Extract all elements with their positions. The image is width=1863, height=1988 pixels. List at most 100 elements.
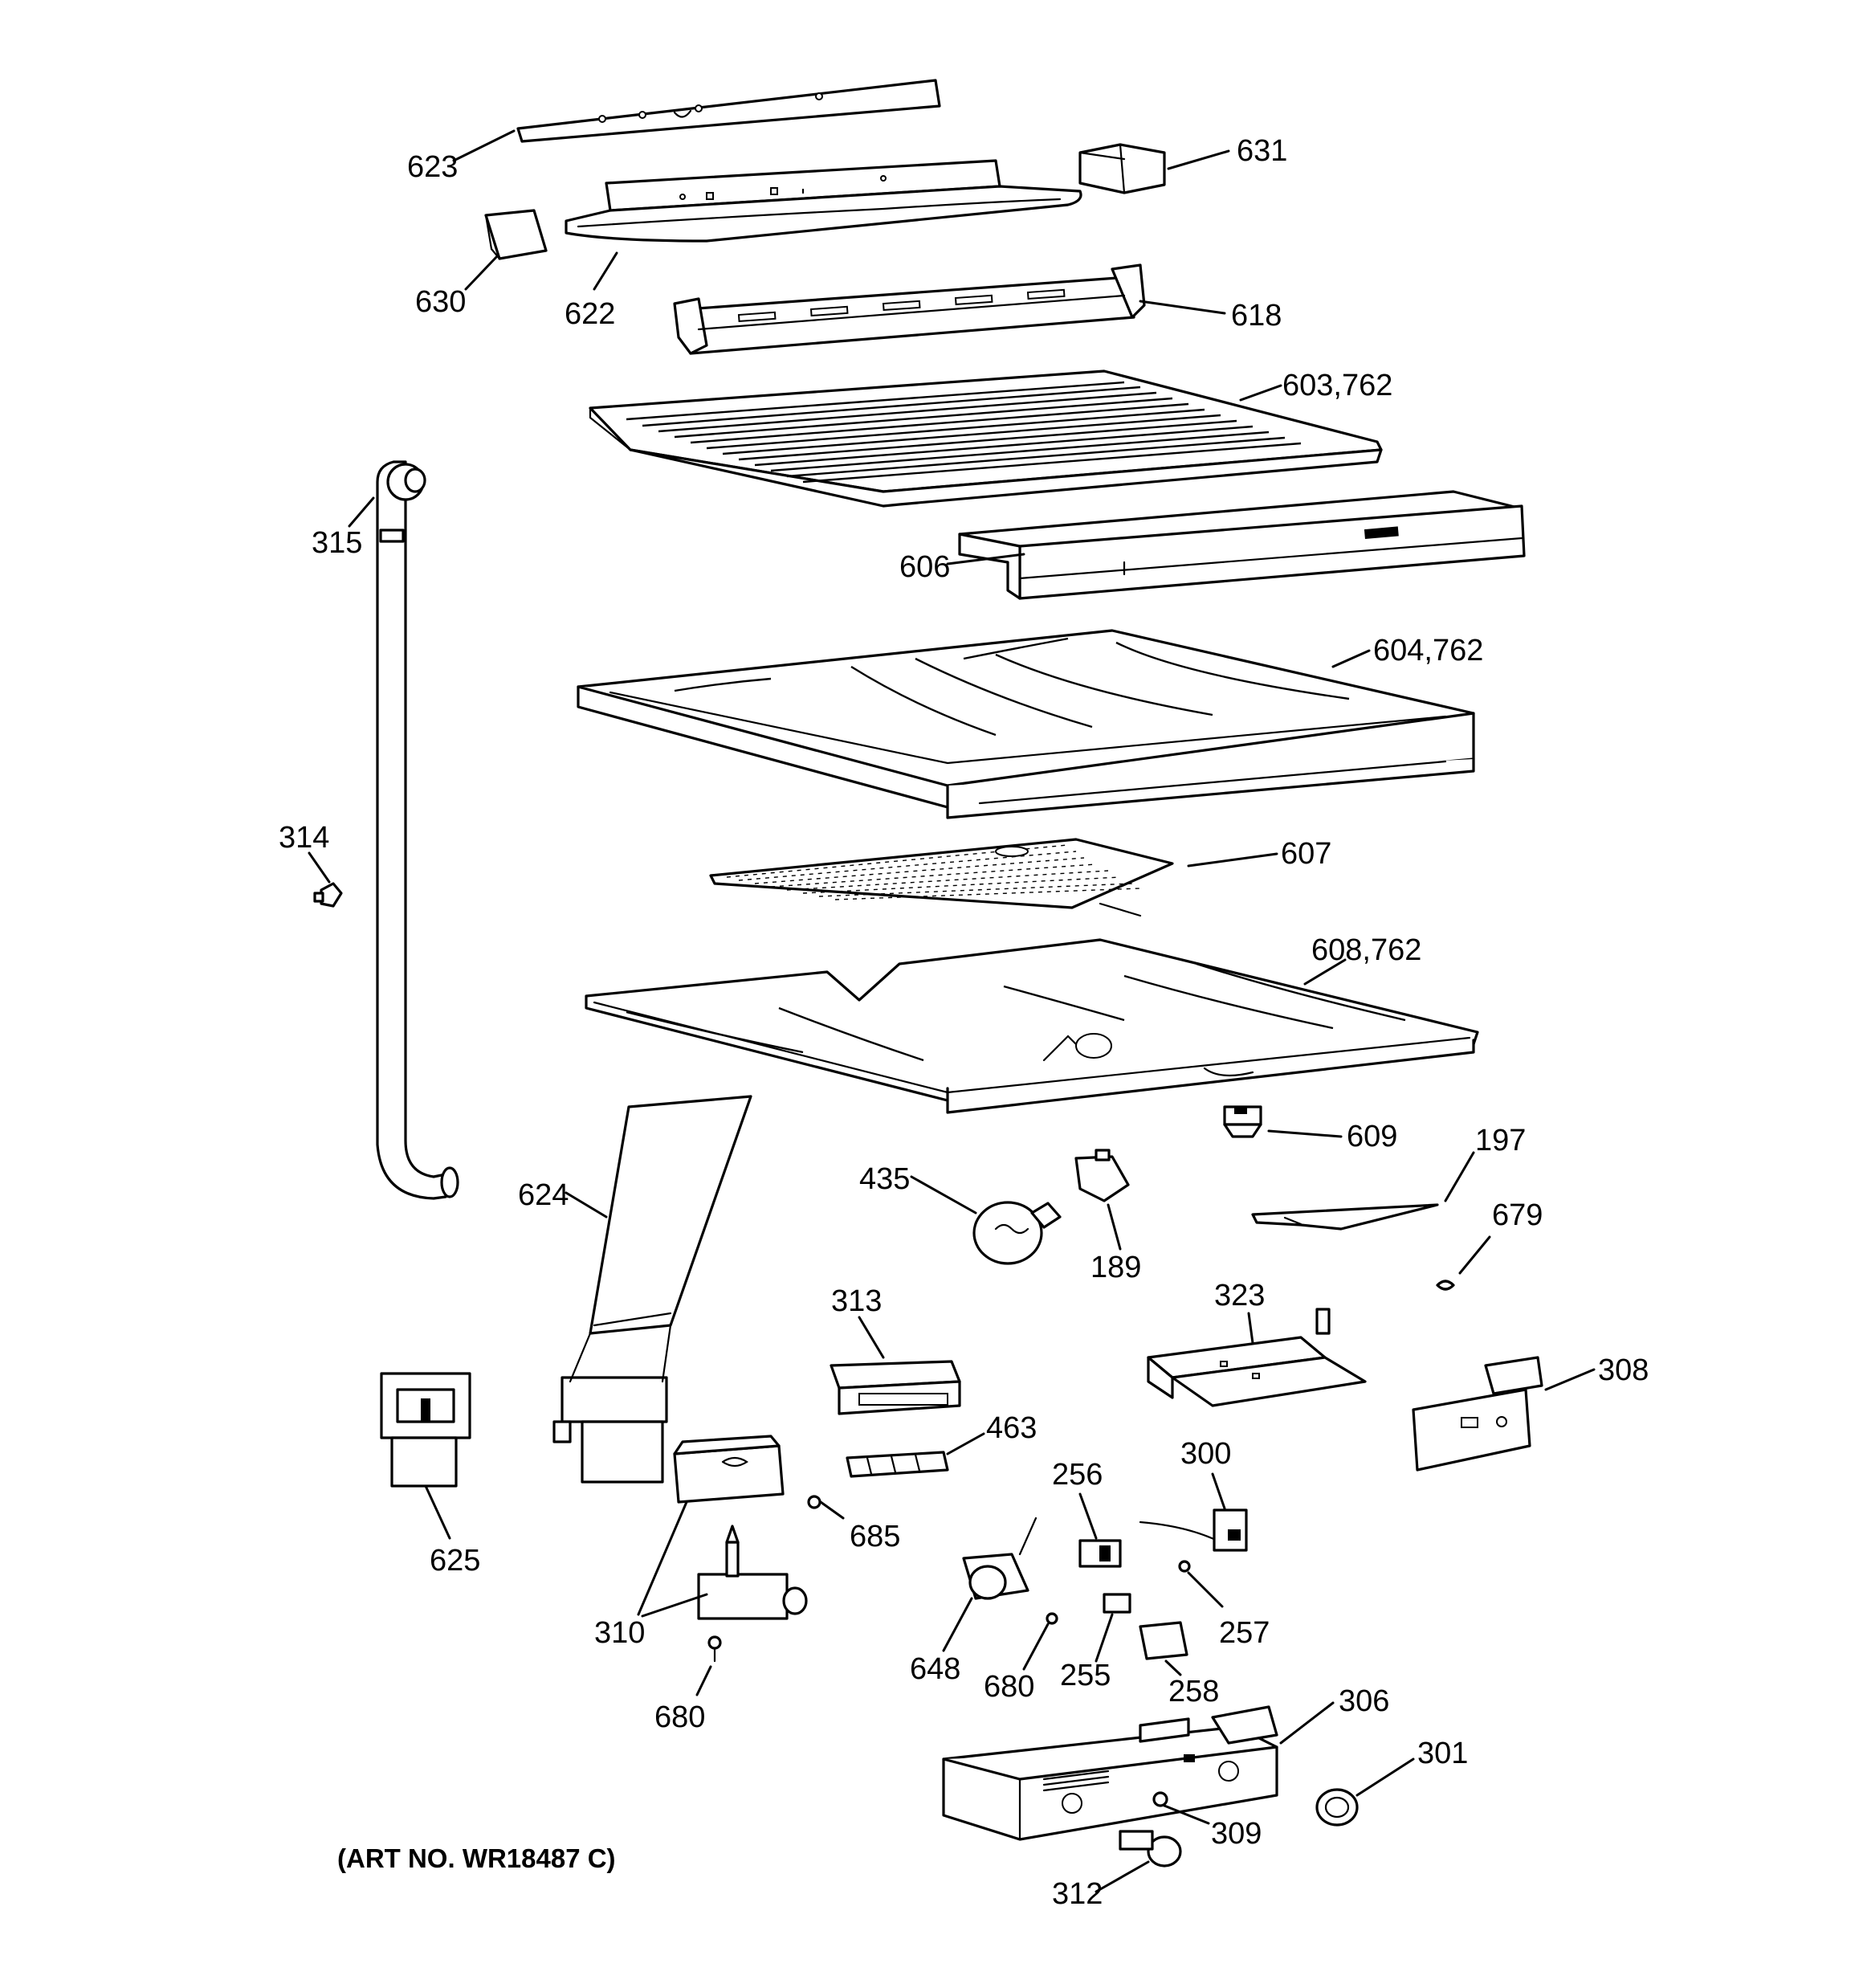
callout-309[interactable]: 309 — [1211, 1817, 1262, 1851]
part-623-drawing — [516, 79, 941, 143]
callout-306[interactable]: 306 — [1339, 1684, 1389, 1718]
leader-618 — [1139, 300, 1226, 315]
leader-609 — [1267, 1129, 1343, 1138]
callout-679[interactable]: 679 — [1492, 1198, 1543, 1232]
leader-lines — [308, 129, 1596, 1893]
part-618-drawing — [673, 263, 1146, 355]
callout-607[interactable]: 607 — [1281, 837, 1331, 871]
part-301-drawing — [1315, 1788, 1359, 1827]
leader-606 — [946, 553, 1025, 565]
callout-608[interactable]: 608,762 — [1311, 933, 1421, 967]
leader-310-b — [641, 1593, 708, 1618]
leader-622 — [593, 251, 618, 291]
callout-258[interactable]: 258 — [1168, 1675, 1219, 1708]
part-drawings — [313, 79, 1543, 1868]
callout-labels: 623 631 630 622 618 603,762 315 606 604,… — [279, 134, 1649, 1911]
leader-624 — [565, 1191, 608, 1219]
part-631-drawing — [1078, 143, 1166, 194]
callout-310[interactable]: 310 — [594, 1616, 645, 1650]
callout-313[interactable]: 313 — [831, 1284, 882, 1318]
leader-625 — [424, 1484, 451, 1540]
callout-685[interactable]: 685 — [850, 1520, 900, 1553]
leader-435 — [910, 1175, 977, 1214]
part-255-258-drawing — [1103, 1593, 1188, 1660]
leader-310-a — [637, 1500, 688, 1616]
leader-313 — [858, 1316, 885, 1359]
leader-315 — [348, 496, 375, 528]
leader-306 — [1279, 1701, 1335, 1745]
leader-257 — [1187, 1571, 1224, 1608]
callout-624[interactable]: 624 — [518, 1178, 569, 1212]
callout-625[interactable]: 625 — [430, 1544, 480, 1578]
callout-257[interactable]: 257 — [1219, 1616, 1270, 1650]
part-630-drawing — [484, 209, 548, 260]
callout-630[interactable]: 630 — [415, 285, 466, 319]
part-309-312-drawing — [1119, 1791, 1182, 1868]
art-number: (ART NO. WR18487 C) — [337, 1843, 616, 1873]
callout-256[interactable]: 256 — [1052, 1458, 1103, 1492]
leader-631 — [1167, 149, 1230, 170]
part-463-drawing — [846, 1451, 949, 1478]
leader-623 — [452, 129, 516, 162]
leader-463 — [946, 1432, 985, 1455]
part-197-drawing — [1251, 1203, 1439, 1231]
part-189-drawing — [1074, 1149, 1130, 1202]
part-screws-drawing — [707, 1280, 1455, 1663]
callout-255[interactable]: 255 — [1060, 1659, 1111, 1692]
leader-607 — [1187, 852, 1278, 867]
part-306-drawing — [942, 1705, 1278, 1841]
callout-622[interactable]: 622 — [565, 297, 615, 331]
leader-680-b — [695, 1665, 712, 1696]
part-624-drawing — [552, 1095, 752, 1484]
part-310-drawing — [673, 1435, 808, 1620]
callout-323[interactable]: 323 — [1214, 1279, 1265, 1312]
part-648-drawing — [962, 1517, 1037, 1600]
leader-630 — [464, 254, 499, 291]
leader-301 — [1355, 1757, 1415, 1797]
callout-648[interactable]: 648 — [910, 1652, 960, 1686]
part-300-drawing — [1139, 1508, 1248, 1552]
leader-189 — [1107, 1203, 1122, 1251]
callout-300[interactable]: 300 — [1180, 1437, 1231, 1471]
callout-623[interactable]: 623 — [407, 150, 458, 184]
leader-679 — [1458, 1235, 1491, 1275]
part-315-drawing — [376, 460, 459, 1200]
callout-609[interactable]: 609 — [1347, 1120, 1397, 1153]
callout-604[interactable]: 604,762 — [1373, 634, 1483, 667]
callout-312[interactable]: 312 — [1052, 1877, 1103, 1911]
callout-435[interactable]: 435 — [859, 1162, 910, 1196]
leader-300 — [1211, 1472, 1226, 1510]
leader-648 — [942, 1597, 973, 1652]
leader-323 — [1247, 1312, 1254, 1345]
part-607-drawing — [709, 838, 1174, 917]
leader-604 — [1331, 649, 1371, 668]
callout-680-b[interactable]: 680 — [654, 1700, 705, 1734]
callout-314[interactable]: 314 — [279, 821, 329, 855]
callout-603[interactable]: 603,762 — [1282, 369, 1392, 402]
part-609-drawing — [1223, 1105, 1262, 1138]
callout-197[interactable]: 197 — [1475, 1124, 1526, 1157]
part-314-drawing — [313, 882, 343, 908]
leader-197 — [1444, 1151, 1475, 1202]
callout-463[interactable]: 463 — [986, 1411, 1037, 1445]
callout-618[interactable]: 618 — [1231, 299, 1282, 333]
callout-189[interactable]: 189 — [1090, 1251, 1141, 1284]
callout-315[interactable]: 315 — [312, 526, 362, 560]
leader-603 — [1239, 384, 1282, 402]
leader-685 — [819, 1500, 845, 1520]
callout-631[interactable]: 631 — [1237, 134, 1287, 168]
part-308-drawing — [1412, 1356, 1543, 1472]
leader-255 — [1095, 1613, 1114, 1663]
part-625-drawing — [380, 1372, 471, 1488]
part-323-drawing — [1147, 1308, 1367, 1407]
part-608-drawing — [585, 938, 1479, 1114]
part-604-drawing — [577, 629, 1475, 819]
leader-256 — [1078, 1492, 1098, 1540]
callout-606[interactable]: 606 — [899, 550, 950, 584]
part-622-drawing — [565, 159, 1082, 243]
leader-680-a — [1022, 1623, 1050, 1671]
callout-301[interactable]: 301 — [1417, 1737, 1468, 1770]
callout-308[interactable]: 308 — [1598, 1353, 1649, 1387]
callout-680-a[interactable]: 680 — [984, 1670, 1034, 1704]
